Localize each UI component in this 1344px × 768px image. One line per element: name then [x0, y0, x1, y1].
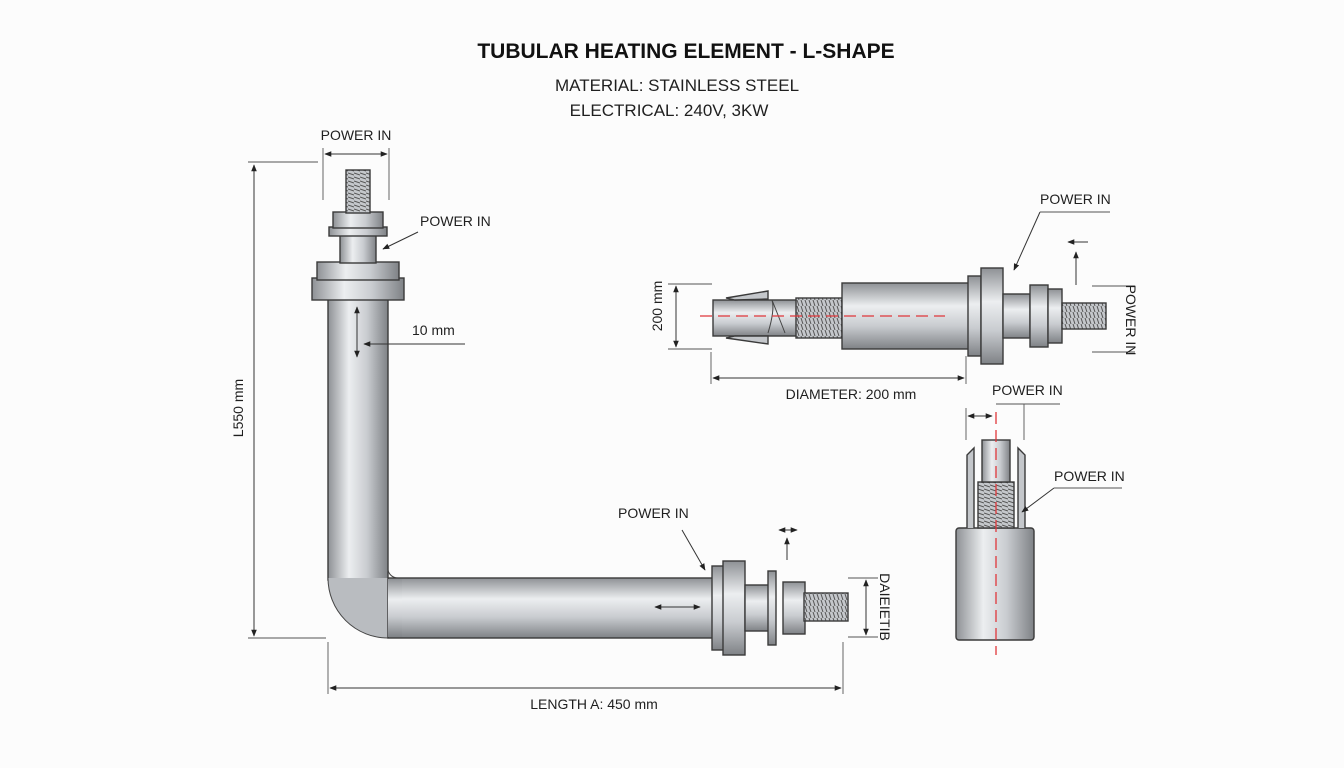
top-threaded-stud — [345, 169, 371, 214]
power-in-top-label: POWER IN — [321, 127, 392, 143]
vertical-tube — [327, 297, 389, 581]
diameter-vertical-label: DAIEIETIB — [877, 573, 893, 641]
right-small-nut — [782, 581, 806, 635]
side-small-nut — [1047, 288, 1063, 344]
right-flange-washer — [711, 565, 725, 651]
top-spacer — [339, 234, 377, 264]
end-prong-left — [966, 446, 975, 528]
end-power-in-top-label: POWER IN — [992, 382, 1063, 398]
side-flange — [967, 275, 982, 357]
wall-thickness-label: 10 mm — [412, 322, 455, 338]
side-threaded-section — [795, 297, 843, 339]
right-spacer — [744, 584, 770, 632]
top-small-nut — [332, 211, 384, 229]
power-in-bottom-label: POWER IN — [618, 505, 689, 521]
end-prong-right — [1017, 446, 1026, 528]
side-height-label: 200 mm — [649, 281, 665, 332]
l-shaped-element — [311, 169, 849, 656]
side-hex-nut — [980, 267, 1004, 365]
horizontal-tube — [387, 577, 715, 639]
electrical-spec: ELECTRICAL: 240V, 3KW — [570, 101, 769, 120]
right-hex-nut — [722, 560, 746, 656]
end-view: POWER IN POWER IN — [955, 382, 1125, 655]
top-hex-nut — [316, 261, 400, 281]
end-power-in-side-label: POWER IN — [1054, 468, 1125, 484]
tube-join — [388, 579, 402, 637]
side-wire — [767, 299, 786, 334]
drawing-title: TUBULAR HEATING ELEMENT - L-SHAPE — [477, 40, 894, 63]
side-diameter-label: DIAMETER: 200 mm — [786, 386, 917, 402]
side-spacer — [1002, 293, 1031, 339]
length-dimension-label: LENGTH A: 450 mm — [530, 696, 658, 712]
top-flange-washer — [311, 277, 405, 301]
right-threaded-stud — [803, 592, 849, 622]
end-body — [955, 527, 1035, 641]
material-spec: MATERIAL: STAINLESS STEEL — [555, 76, 799, 95]
bend-inner-edge — [387, 569, 399, 579]
side-nut — [1029, 284, 1049, 348]
side-prong-bottom — [725, 335, 769, 345]
side-view: 200 mm DIAMETER: 200 mm POWER IN POWER I… — [649, 191, 1139, 402]
power-in-nut-label: POWER IN — [420, 213, 491, 229]
side-power-in-vertical-label: POWER IN — [1123, 285, 1139, 356]
side-threaded-stud — [1061, 302, 1107, 330]
bend-outer-edge — [327, 577, 389, 639]
height-dimension-label: L550 mm — [230, 379, 246, 437]
tube-bend-fill — [328, 578, 400, 638]
side-prong-top — [725, 290, 769, 301]
main-dimensions: POWER IN POWER IN 10 mm L550 mm LENGTH A… — [230, 127, 893, 712]
right-washer — [767, 570, 777, 646]
side-power-in-label: POWER IN — [1040, 191, 1111, 207]
